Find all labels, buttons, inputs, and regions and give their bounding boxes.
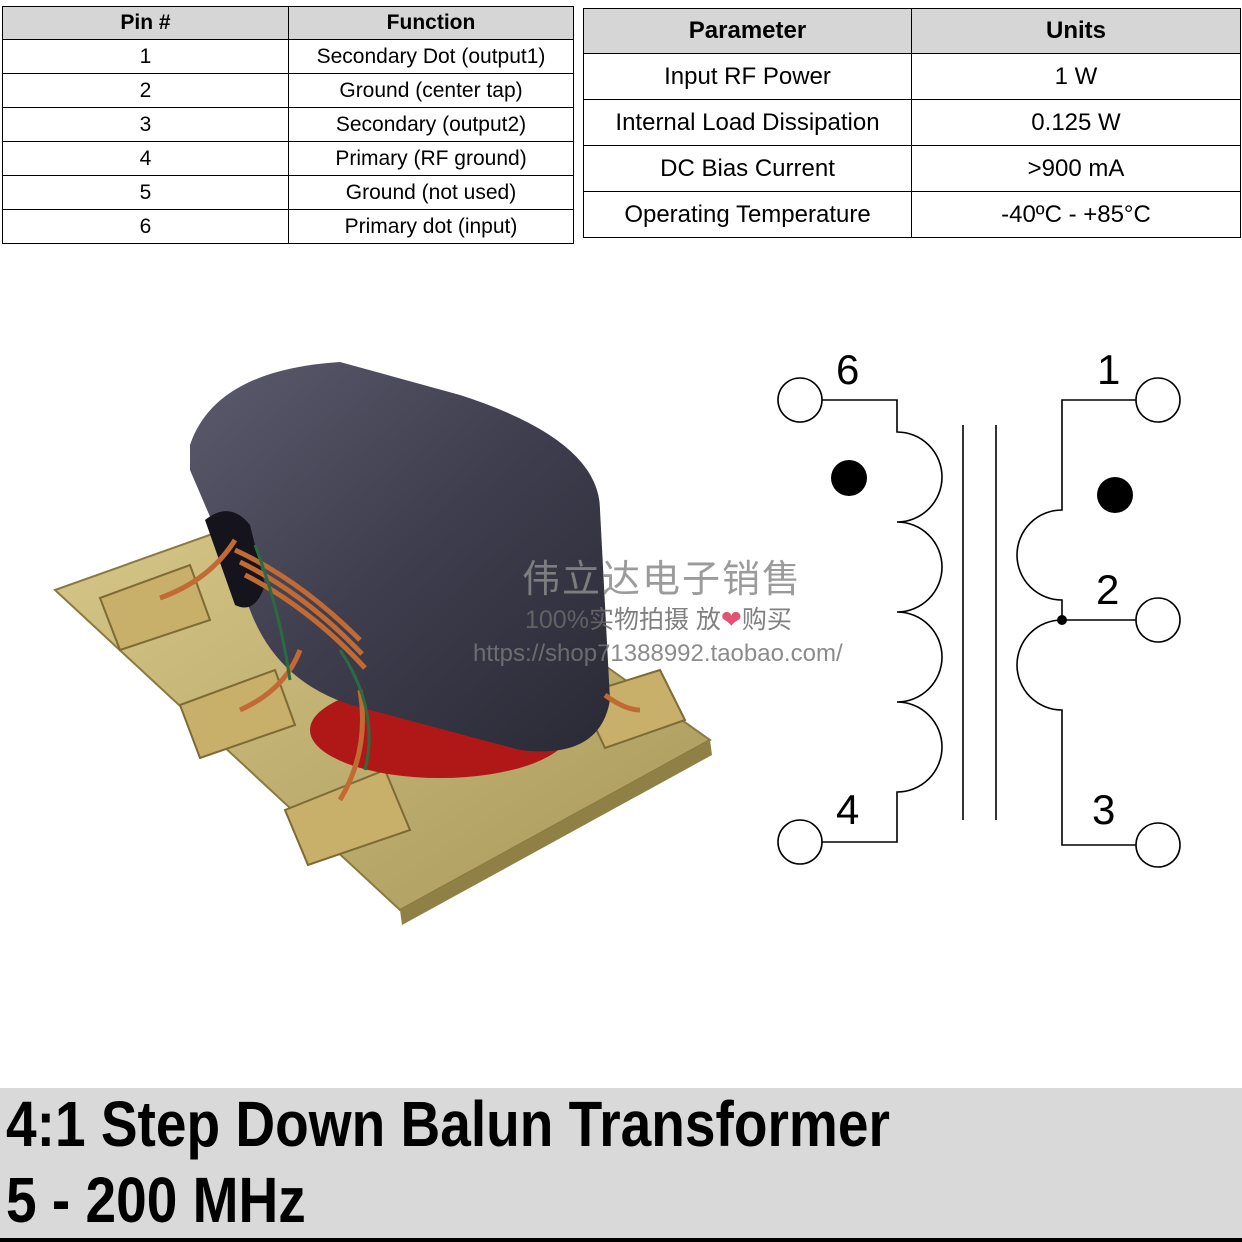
pin-cell: 4 xyxy=(2,141,289,176)
table-row: 6 Primary dot (input) xyxy=(2,209,574,244)
function-header: Function xyxy=(288,6,574,40)
watermark-url: https://shop71388992.taobao.com/ xyxy=(473,640,843,667)
secondary-dot xyxy=(1097,477,1133,513)
table-row: DC Bias Current >900 mA xyxy=(583,145,1241,192)
function-cell: Primary (RF ground) xyxy=(288,141,574,176)
terminal-3 xyxy=(1135,822,1181,868)
ferrite-core xyxy=(190,362,610,752)
watermark-slogan-a: 100%实物拍摄 放 xyxy=(525,606,721,634)
pin-cell: 5 xyxy=(2,175,289,210)
terminal-4 xyxy=(777,819,823,865)
transformer-photo xyxy=(53,362,712,925)
units-cell: -40ºC - +85°C xyxy=(911,191,1241,238)
watermark-slogan: 100%实物拍摄 放❤购买 xyxy=(525,600,792,636)
frequency-range: 5 - 200 MHz xyxy=(6,1164,306,1236)
transformer-schematic: 6 1 2 4 3 xyxy=(777,346,1181,868)
pin-header: Pin # xyxy=(2,6,289,40)
terminal-1 xyxy=(1135,377,1181,423)
function-cell: Secondary (output2) xyxy=(288,107,574,142)
copper-windings xyxy=(159,538,641,802)
table-row: Internal Load Dissipation 0.125 W xyxy=(583,99,1241,146)
pin-label-1: 1 xyxy=(1097,346,1120,393)
primary-dot xyxy=(831,460,867,496)
table-row: Operating Temperature -40ºC - +85°C xyxy=(583,191,1241,238)
function-cell: Secondary Dot (output1) xyxy=(288,39,574,74)
parameter-cell: Internal Load Dissipation xyxy=(583,99,912,146)
units-header: Units xyxy=(911,8,1241,54)
table-row: 4 Primary (RF ground) xyxy=(2,141,574,176)
base-board-edge xyxy=(400,740,712,925)
parameter-header: Parameter xyxy=(583,8,912,54)
green-winding xyxy=(253,544,371,771)
table-row: 2 Ground (center tap) xyxy=(2,73,574,108)
pin-cell: 1 xyxy=(2,39,289,74)
secondary-winding xyxy=(1016,399,1136,846)
parameter-cell: Operating Temperature xyxy=(583,191,912,238)
units-cell: 1 W xyxy=(911,53,1241,100)
heart-icon: ❤ xyxy=(720,606,742,634)
table-row: 1 Secondary Dot (output1) xyxy=(2,39,574,74)
parameter-cell: DC Bias Current xyxy=(583,145,912,192)
table-row: 3 Secondary (output2) xyxy=(2,107,574,142)
terminal-6 xyxy=(777,377,823,423)
pin-label-3: 3 xyxy=(1092,786,1115,833)
parameter-table: Parameter Units Input RF Power 1 W Inter… xyxy=(583,8,1241,238)
pin-cell: 2 xyxy=(2,73,289,108)
parameter-cell: Input RF Power xyxy=(583,53,912,100)
pin-table-header: Pin # Function xyxy=(2,6,574,40)
units-cell: >900 mA xyxy=(911,145,1241,192)
pin-cell: 3 xyxy=(2,107,289,142)
table-row: Input RF Power 1 W xyxy=(583,53,1241,100)
pin-cell: 6 xyxy=(2,209,289,244)
function-cell: Ground (center tap) xyxy=(288,73,574,108)
pad-left-3 xyxy=(283,768,412,867)
function-cell: Ground (not used) xyxy=(288,175,574,210)
title-band xyxy=(0,1088,1242,1242)
center-tap-junction xyxy=(1057,615,1067,625)
param-table-header: Parameter Units xyxy=(583,8,1241,54)
units-cell: 0.125 W xyxy=(911,99,1241,146)
pin-label-2: 2 xyxy=(1096,566,1119,613)
pin-table: Pin # Function 1 Secondary Dot (output1)… xyxy=(2,6,574,244)
product-title: 4:1 Step Down Balun Transformer xyxy=(6,1088,890,1160)
pin-label-6: 6 xyxy=(836,346,859,393)
watermark-slogan-b: 购买 xyxy=(741,606,792,634)
pin-label-4: 4 xyxy=(836,786,859,833)
primary-winding xyxy=(822,399,943,843)
terminal-2 xyxy=(1135,597,1181,643)
table-row: 5 Ground (not used) xyxy=(2,175,574,210)
ferrite-core-hole xyxy=(205,511,265,608)
watermark-shop-name: 伟立达电子销售 xyxy=(522,559,803,601)
function-cell: Primary dot (input) xyxy=(288,209,574,244)
